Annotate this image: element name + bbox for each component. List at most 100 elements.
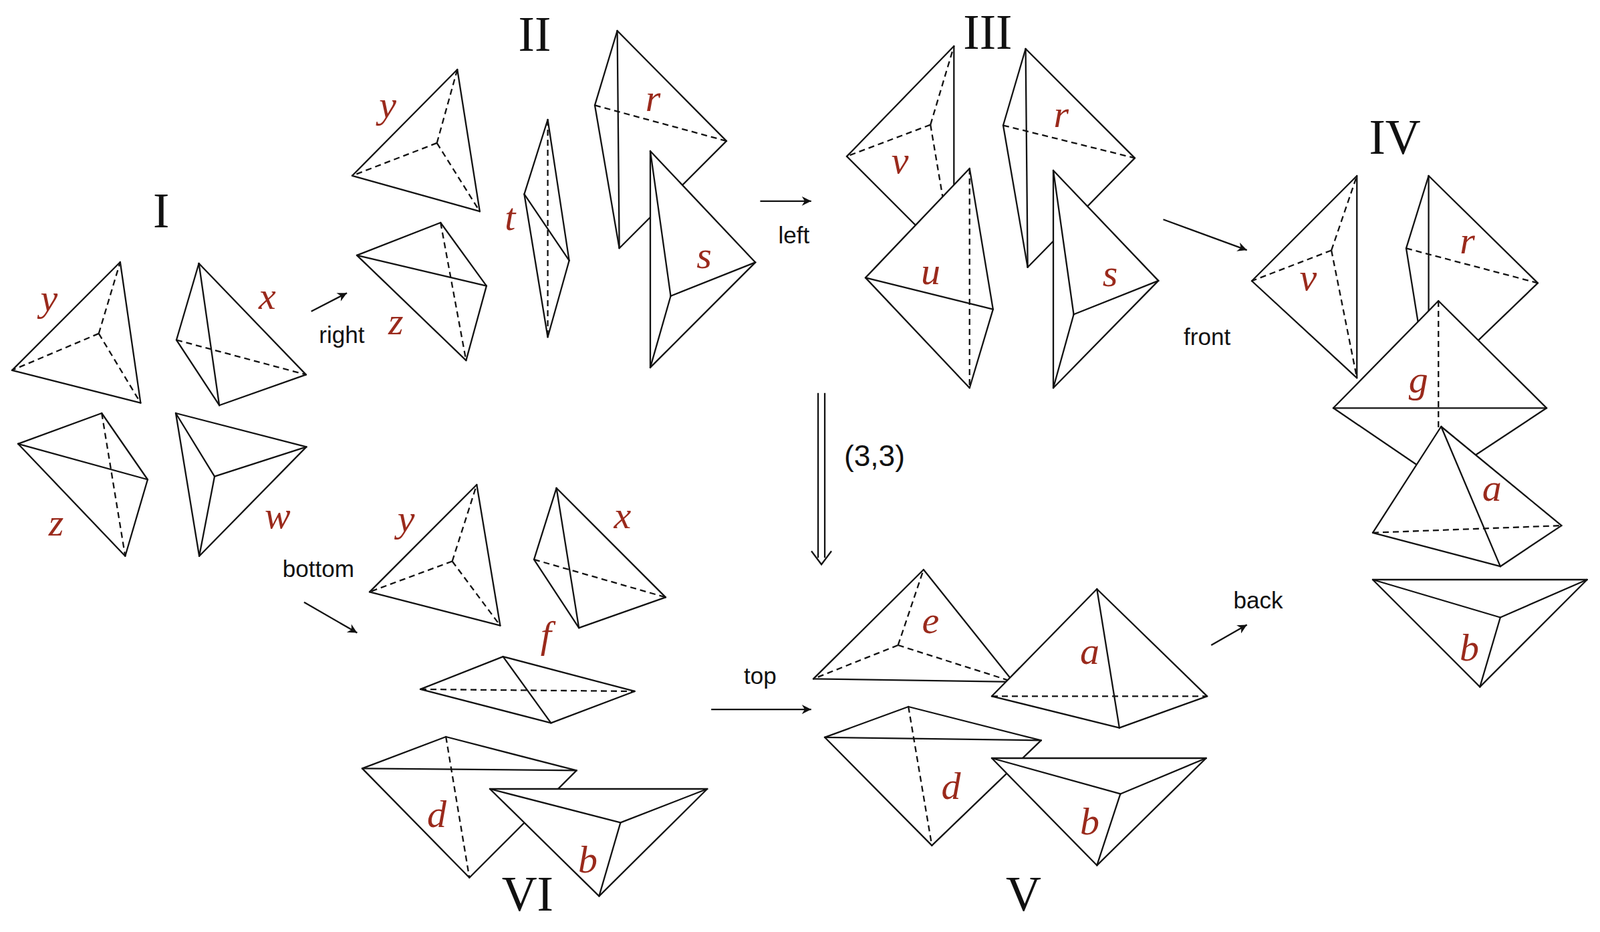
visible-edge [524,193,570,260]
tetrahedron: f [417,614,638,726]
visible-edge [175,413,200,557]
tetrahedron-label: s [1102,253,1119,293]
visible-edge [991,695,1120,728]
text-holder: b [578,840,598,879]
visible-edge [466,285,488,360]
visible-edge [1499,525,1562,567]
visible-edge [18,443,125,557]
tetrahedron-fill [1053,170,1159,388]
move-arrow [1211,624,1247,645]
tetrahedron-drawing [417,614,638,726]
visible-edge [1096,588,1208,696]
text-holder: II [518,10,552,59]
visible-edge [1479,579,1587,687]
visible-edge [1372,426,1441,533]
text-holder: d [427,794,447,834]
visible-edge [969,309,993,389]
visible-edge [648,151,651,368]
tetrahedron-drawing [810,566,1016,685]
visible-edge [175,413,307,447]
tetrahedron-drawing [15,410,151,559]
text-holder: r [645,78,661,118]
visible-edge [352,175,480,212]
configuration: IIIvurs [811,8,1164,393]
arrow-shaft [1211,624,1247,645]
visible-edge [214,447,307,477]
visible-edge [1499,579,1587,617]
configuration: Ve a d b [811,564,1212,923]
visible-edge [1053,280,1159,388]
hidden-edge [991,695,1208,697]
visible-edge [175,413,215,477]
hidden-edge [1251,249,1332,281]
arrow-head [811,550,832,565]
tetrahedron-label: d [941,766,961,806]
arrow-shaft [711,708,812,710]
tetrahedron-drawing [989,586,1210,731]
visible-edge [1333,300,1439,408]
visible-edge [1372,579,1501,617]
arrow-shaft [817,392,819,559]
text-holder: V [1005,869,1042,919]
label-holder: top [741,662,780,688]
visible-edge [1333,407,1547,410]
tetrahedron-label: v [1299,257,1317,297]
tetrahedron: u [862,165,996,391]
tetrahedron-label: y [378,85,397,125]
label-holder: back [1230,587,1286,613]
tetrahedron: w [173,410,309,559]
visible-edge [534,487,557,560]
configuration: VIyxfdb [356,479,712,924]
visible-edge [12,261,121,371]
text-holder: e [922,600,940,640]
visible-edge [356,255,466,361]
tetrahedron: z [354,219,490,363]
tetrahedron-fill [991,757,1207,865]
tetrahedron-label: a [1080,631,1100,671]
visible-edge [1096,793,1121,866]
text-holder: u [920,251,941,291]
tetrahedron-drawing [354,219,490,363]
tetrahedron-label: b [578,840,598,879]
visible-edge [650,296,672,368]
move-arrow [711,709,812,710]
visible-edge [524,119,549,194]
text-holder: VI [501,869,554,919]
tetrahedron-label: z [388,302,404,341]
visible-edge [503,656,552,723]
visible-edge [1372,532,1501,567]
label-holder: (3,3) [841,440,908,472]
visible-edge [1440,426,1562,526]
tetrahedron-label: t [504,197,516,237]
tetrahedron-drawing [173,260,309,408]
text-holder: g [1408,360,1429,399]
tetrahedron-fill [352,69,480,212]
text-holder: b [1080,802,1100,841]
tetrahedron-drawing [531,485,669,631]
tetrahedron: x [531,485,669,631]
tetrahedron-drawing [1370,423,1564,569]
tetrahedron-drawing [173,410,309,559]
visible-edge [1479,617,1501,688]
tetrahedron-fill [813,569,1014,682]
tetrahedron-fill [356,222,487,361]
visible-edge [594,104,620,248]
move-label: front [1183,324,1231,349]
roman-numeral: II [518,10,552,59]
tetrahedron-label: b [1080,802,1100,841]
visible-edge [650,261,756,367]
hidden-edge [1331,175,1357,250]
visible-edge [1096,588,1120,728]
visible-edge [1003,48,1026,126]
visible-edge [1003,125,1028,268]
visible-edge [548,259,570,337]
tetrahedron: t [503,116,573,340]
visible-edge [524,193,549,337]
visible-edge [420,656,504,690]
hidden-edge [968,168,970,388]
hidden-edge [98,333,142,404]
visible-edge [534,559,579,628]
tetrahedron: e [810,566,1016,685]
hidden-edge [813,644,899,679]
visible-edge [102,413,149,480]
